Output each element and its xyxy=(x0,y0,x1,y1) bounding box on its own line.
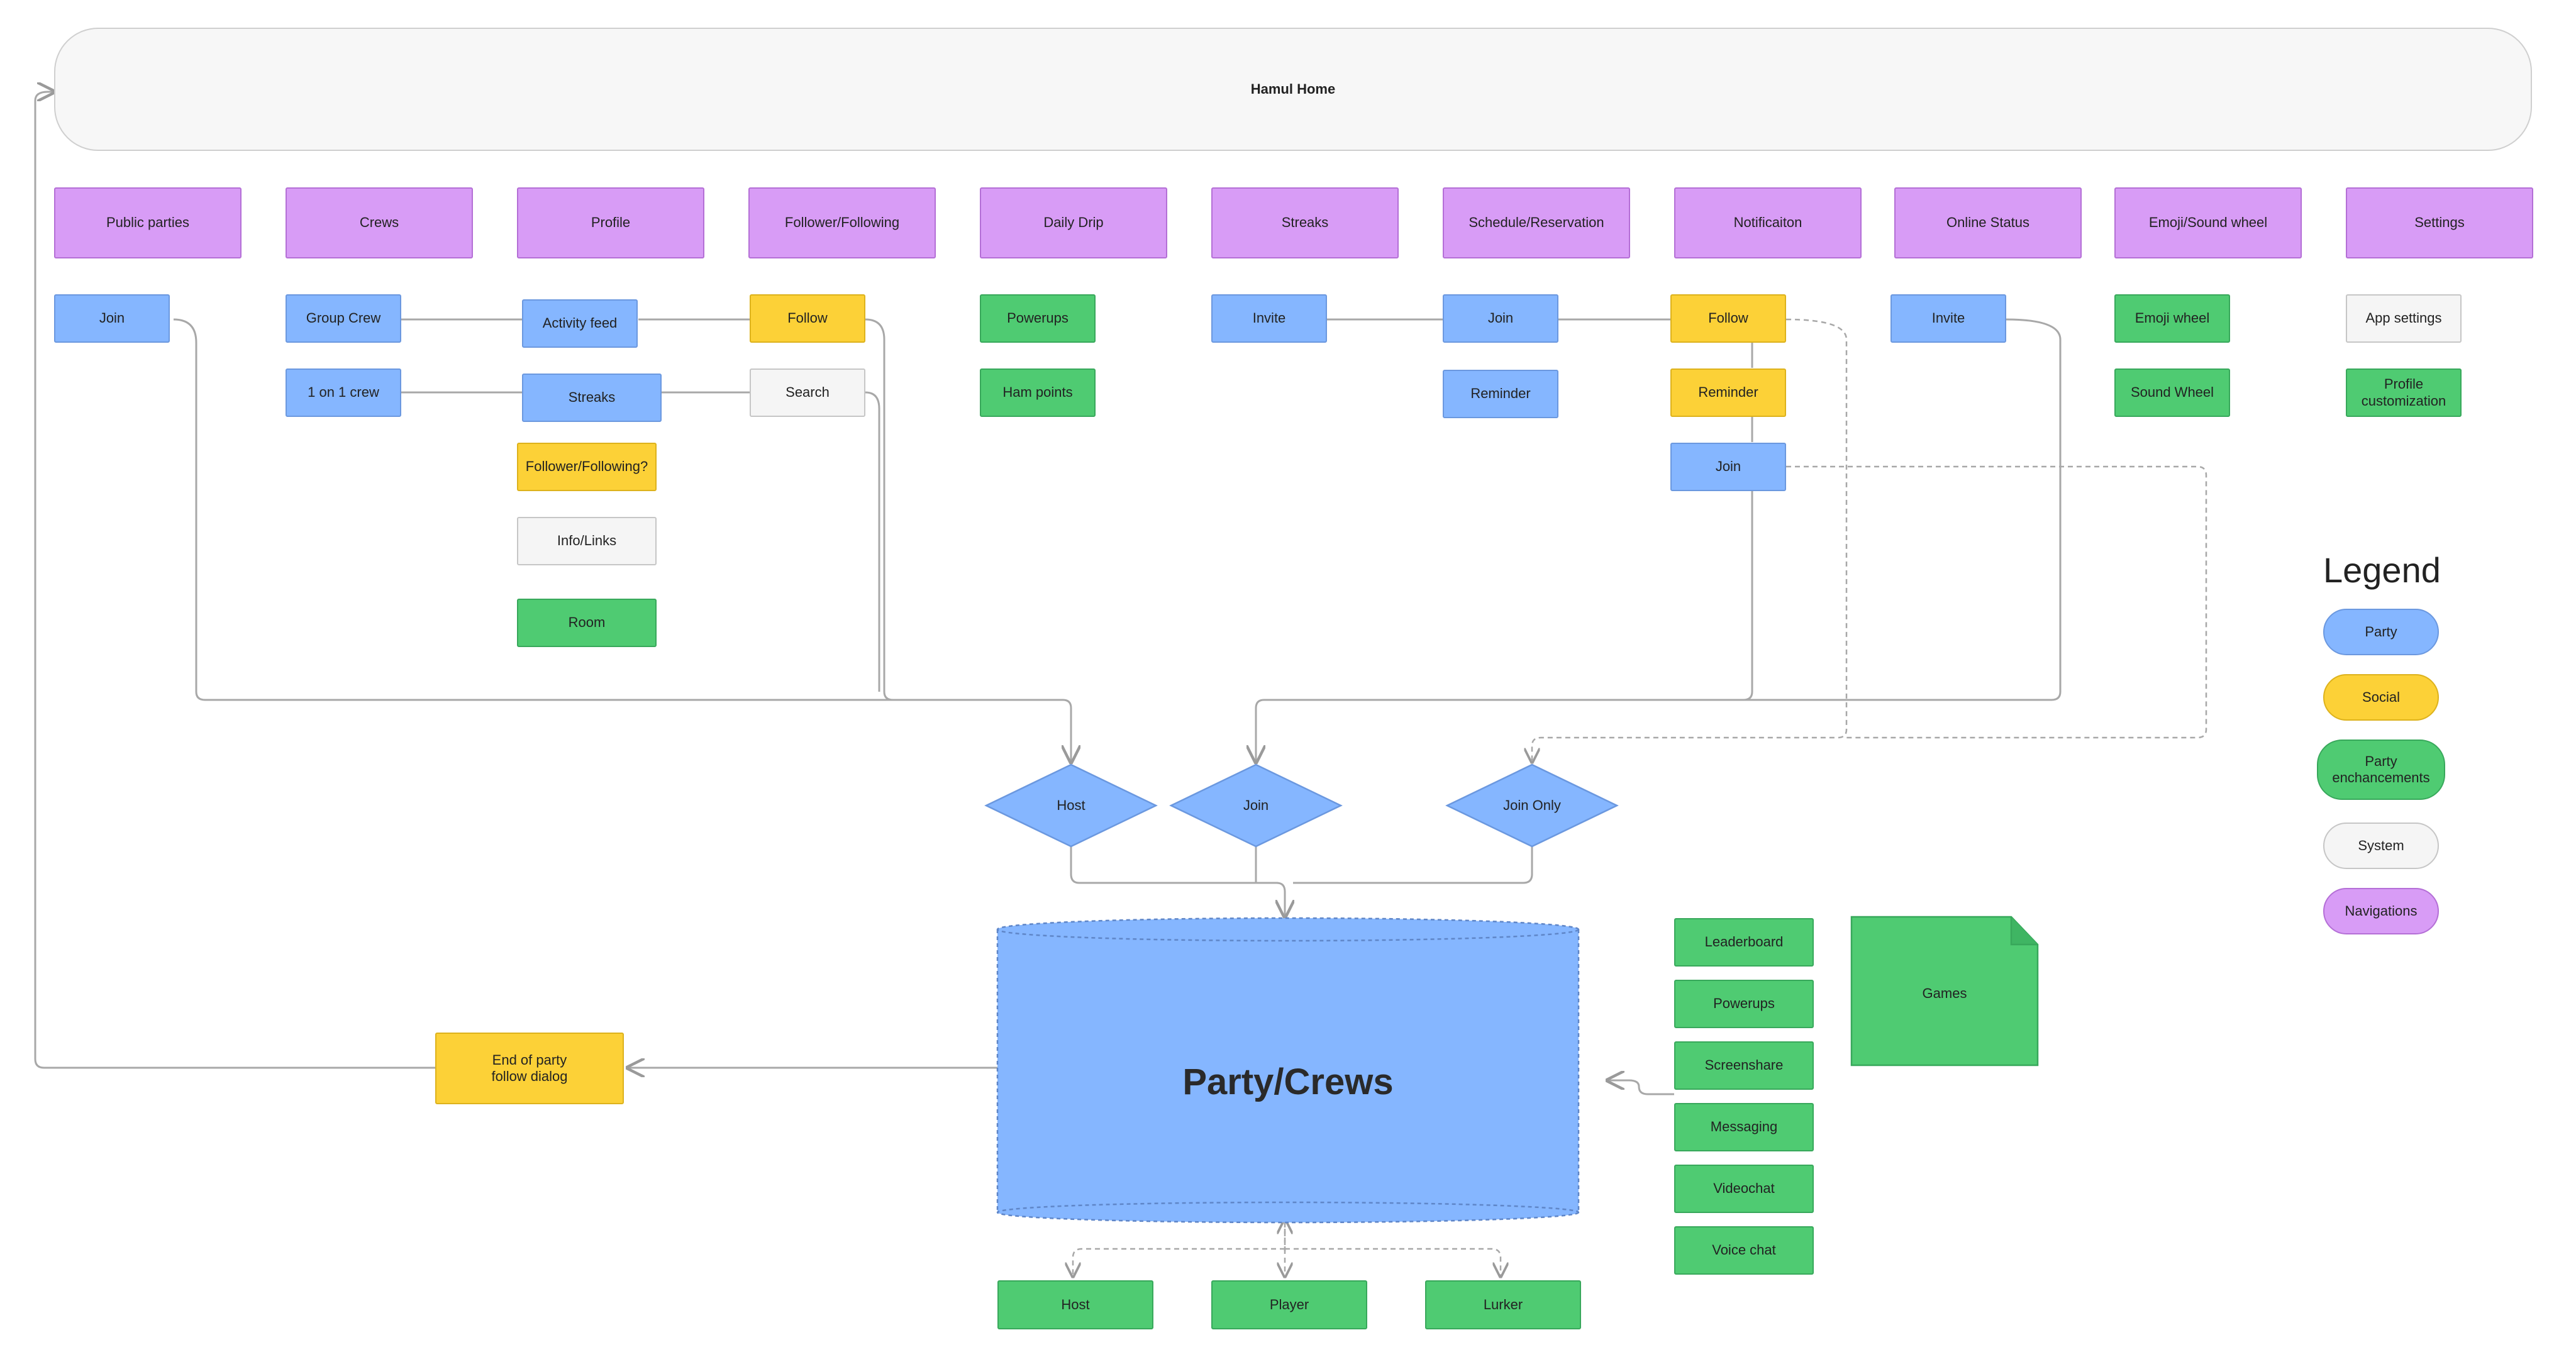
nav-daily-drip[interactable]: Daily Drip xyxy=(980,187,1167,258)
legend-party: Party xyxy=(2323,609,2439,655)
party-crews-cylinder xyxy=(996,917,1580,1224)
role-host[interactable]: Host xyxy=(997,1280,1153,1329)
app-settings[interactable]: App settings xyxy=(2346,294,2462,343)
role-player[interactable]: Player xyxy=(1211,1280,1367,1329)
profile-room[interactable]: Room xyxy=(517,599,657,647)
diamond-join-only xyxy=(1445,763,1619,848)
nav-profile[interactable]: Profile xyxy=(517,187,704,258)
legend-party-enhancements: Party enchancements xyxy=(2317,740,2445,800)
diamond-join xyxy=(1169,763,1343,848)
crews-one-on-one[interactable]: 1 on 1 crew xyxy=(286,368,401,417)
hamul-home[interactable]: Hamul Home xyxy=(54,28,2532,151)
nav-online-status[interactable]: Online Status xyxy=(1894,187,2082,258)
nav-settings[interactable]: Settings xyxy=(2346,187,2533,258)
notification-join[interactable]: Join xyxy=(1670,443,1786,491)
online-status-invite[interactable]: Invite xyxy=(1890,294,2006,343)
profile-streaks[interactable]: Streaks xyxy=(522,374,662,422)
party-crews-title[interactable]: Party/Crews xyxy=(1182,1061,1394,1102)
schedule-join[interactable]: Join xyxy=(1443,294,1558,343)
emoji-wheel[interactable]: Emoji wheel xyxy=(2114,294,2230,343)
nav-follower-following[interactable]: Follower/Following xyxy=(748,187,936,258)
public-parties-join[interactable]: Join xyxy=(54,294,170,343)
notification-follow[interactable]: Follow xyxy=(1670,294,1786,343)
games-label[interactable]: Games xyxy=(1922,985,1967,1001)
legend-social: Social xyxy=(2323,674,2439,721)
legend-title: Legend xyxy=(2323,550,2441,590)
profile-info-links[interactable]: Info/Links xyxy=(517,517,657,565)
feature-leaderboard[interactable]: Leaderboard xyxy=(1674,918,1814,967)
daily-drip-powerups[interactable]: Powerups xyxy=(980,294,1096,343)
nav-public-parties[interactable]: Public parties xyxy=(54,187,242,258)
role-lurker[interactable]: Lurker xyxy=(1425,1280,1581,1329)
profile-activity-feed[interactable]: Activity feed xyxy=(522,299,638,348)
schedule-reminder[interactable]: Reminder xyxy=(1443,370,1558,418)
diamond-host xyxy=(984,763,1158,848)
daily-drip-ham-points[interactable]: Ham points xyxy=(980,368,1096,417)
feature-messaging[interactable]: Messaging xyxy=(1674,1103,1814,1151)
notification-reminder[interactable]: Reminder xyxy=(1670,368,1786,417)
feature-powerups[interactable]: Powerups xyxy=(1674,980,1814,1028)
follower-search[interactable]: Search xyxy=(750,368,865,417)
streaks-invite[interactable]: Invite xyxy=(1211,294,1327,343)
sound-wheel[interactable]: Sound Wheel xyxy=(2114,368,2230,417)
games-note-shape xyxy=(1850,916,2039,1067)
legend-navigations: Navigations xyxy=(2323,888,2439,934)
feature-screenshare[interactable]: Screenshare xyxy=(1674,1041,1814,1090)
nav-notification[interactable]: Notificaiton xyxy=(1674,187,1862,258)
profile-follower-following[interactable]: Follower/Following? xyxy=(517,443,657,491)
nav-streaks[interactable]: Streaks xyxy=(1211,187,1399,258)
follower-follow[interactable]: Follow xyxy=(750,294,865,343)
end-of-party-dialog[interactable]: End of party follow dialog xyxy=(435,1033,624,1104)
nav-schedule-reservation[interactable]: Schedule/Reservation xyxy=(1443,187,1630,258)
legend-system: System xyxy=(2323,823,2439,869)
nav-emoji-sound-wheel[interactable]: Emoji/Sound wheel xyxy=(2114,187,2302,258)
nav-crews[interactable]: Crews xyxy=(286,187,473,258)
feature-voice-chat[interactable]: Voice chat xyxy=(1674,1226,1814,1275)
profile-customization[interactable]: Profile customization xyxy=(2346,368,2462,417)
crews-group-crew[interactable]: Group Crew xyxy=(286,294,401,343)
feature-videochat[interactable]: Videochat xyxy=(1674,1165,1814,1213)
